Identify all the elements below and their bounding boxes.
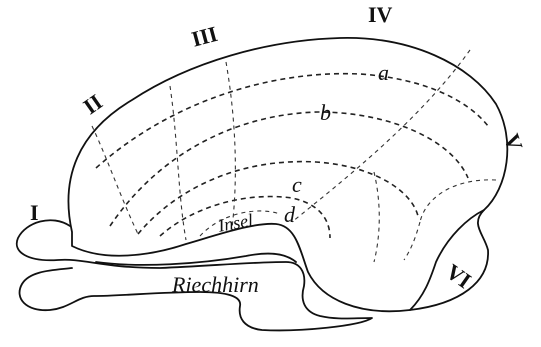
arc-label-d: d [284,202,296,227]
lobe-label-4: IV [368,2,393,27]
radial-line-5 [420,180,496,222]
lobe-label-3: III [189,21,220,52]
temporal-contour [410,210,484,310]
radial-line-3 [226,62,235,228]
riechhirn-label: Riechhirn [171,272,259,297]
arc-label-a: a [378,60,389,85]
radial-line-6 [374,172,379,262]
lobe-label-2: II [79,89,107,119]
arc-a [96,74,488,168]
radial-line-7 [404,222,420,260]
radial-line-2 [170,86,186,240]
hemisphere-outline [68,38,507,311]
lobe-label-1: I [30,200,39,225]
lobe-label-5: V [499,130,528,154]
arc-c [138,162,418,234]
insel-label: Insel [216,210,255,236]
arc-label-c: c [292,172,302,197]
arc-label-b: b [320,100,331,125]
